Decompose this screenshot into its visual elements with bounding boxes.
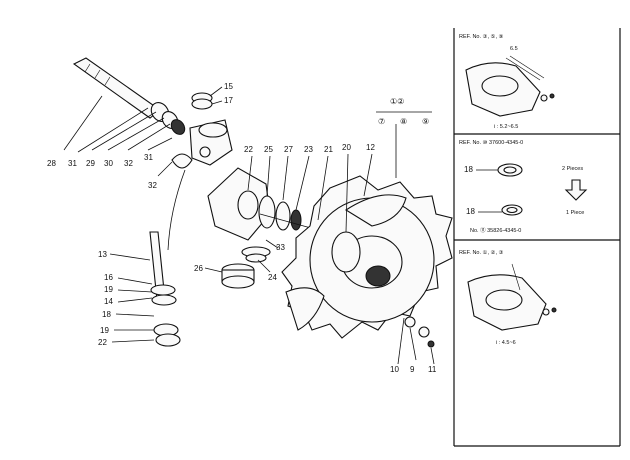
ref-panel-2-title: REF. No. ⑩ 37600-4345-0 [459, 139, 523, 146]
callout-32-b: 32 [148, 181, 157, 190]
top-bearings [191, 92, 213, 110]
wheel [281, 175, 453, 339]
callout-17: 17 [224, 96, 233, 105]
callout-20: 20 [342, 143, 351, 152]
callout-33: 33 [276, 243, 285, 252]
pto-shaft [72, 57, 186, 135]
ref-panel-3-title: REF. No. ①, ②, ③ [459, 249, 504, 256]
leader-lines [63, 86, 435, 365]
callout-21: 21 [324, 145, 333, 154]
callout-16: 16 [104, 273, 113, 282]
callout-22-b: 22 [98, 338, 107, 347]
callout-15: 15 [224, 82, 233, 91]
bottom-gear [221, 246, 271, 289]
wheel-bolts [404, 316, 435, 348]
callout-28: 28 [47, 159, 56, 168]
callout-12: 12 [366, 143, 375, 152]
callout-24: 24 [268, 273, 277, 282]
ref-panel-2-label-a: 18 [464, 165, 473, 174]
callout-19-b: 19 [100, 326, 109, 335]
callout-29: 29 [86, 159, 95, 168]
callout-11: 11 [428, 365, 437, 374]
callout-13: 13 [98, 250, 107, 259]
callout-30: 30 [104, 159, 113, 168]
ref-panel-1: REF. No. ③, ⑤, ⑨ 6.5 i : 5.2~6.5 [459, 33, 555, 130]
ref-panel-2-ref-b: No. ⑪ 35826-4345-0 [470, 226, 521, 234]
group-sub-2: ⑧ [400, 117, 407, 126]
ref-panel-1-note: 6.5 [510, 46, 518, 52]
group-header: ①② ⑦ ⑧ ⑨ [376, 97, 432, 126]
ref-panel-3: REF. No. ①, ②, ③ i : 4.5~6 [459, 249, 557, 346]
gear-case [207, 167, 271, 241]
down-arrow-icon [564, 179, 588, 201]
callout-25: 25 [264, 145, 273, 154]
callout-19: 19 [104, 285, 113, 294]
ref-panel-1-title: REF. No. ③, ⑤, ⑨ [459, 33, 504, 40]
ref-panel-2-label-b: 18 [466, 207, 475, 216]
callout-numbers: 28 31 29 30 32 31 32 15 17 22 25 27 23 2… [47, 82, 437, 374]
group-header-top: ①② [390, 97, 404, 106]
bevel-gear-housing [171, 119, 233, 169]
callout-31: 31 [68, 159, 77, 168]
callout-27: 27 [284, 145, 293, 154]
group-sub-3: ⑨ [422, 117, 429, 126]
ref-panel-2: REF. No. ⑩ 37600-4345-0 18 2 Pieces 18 1… [459, 139, 588, 234]
group-sub-1: ⑦ [378, 117, 385, 126]
callout-22: 22 [244, 145, 253, 154]
lower-shaft [149, 169, 186, 347]
callout-32: 32 [124, 159, 133, 168]
callout-14: 14 [104, 297, 113, 306]
ref-panel-2-note-b: 1 Piece [566, 210, 584, 216]
ref-panel-1-caption: i : 5.2~6.5 [494, 124, 518, 130]
callout-31-b: 31 [144, 153, 153, 162]
callout-26: 26 [194, 264, 203, 273]
callout-18: 18 [102, 310, 111, 319]
ref-panel-3-caption: i : 4.5~6 [496, 340, 516, 346]
callout-9: 9 [410, 365, 415, 374]
reference-panels [453, 28, 621, 447]
ref-panel-2-note-a: 2 Pieces [562, 166, 583, 172]
callout-10: 10 [390, 365, 399, 374]
callout-23: 23 [304, 145, 313, 154]
